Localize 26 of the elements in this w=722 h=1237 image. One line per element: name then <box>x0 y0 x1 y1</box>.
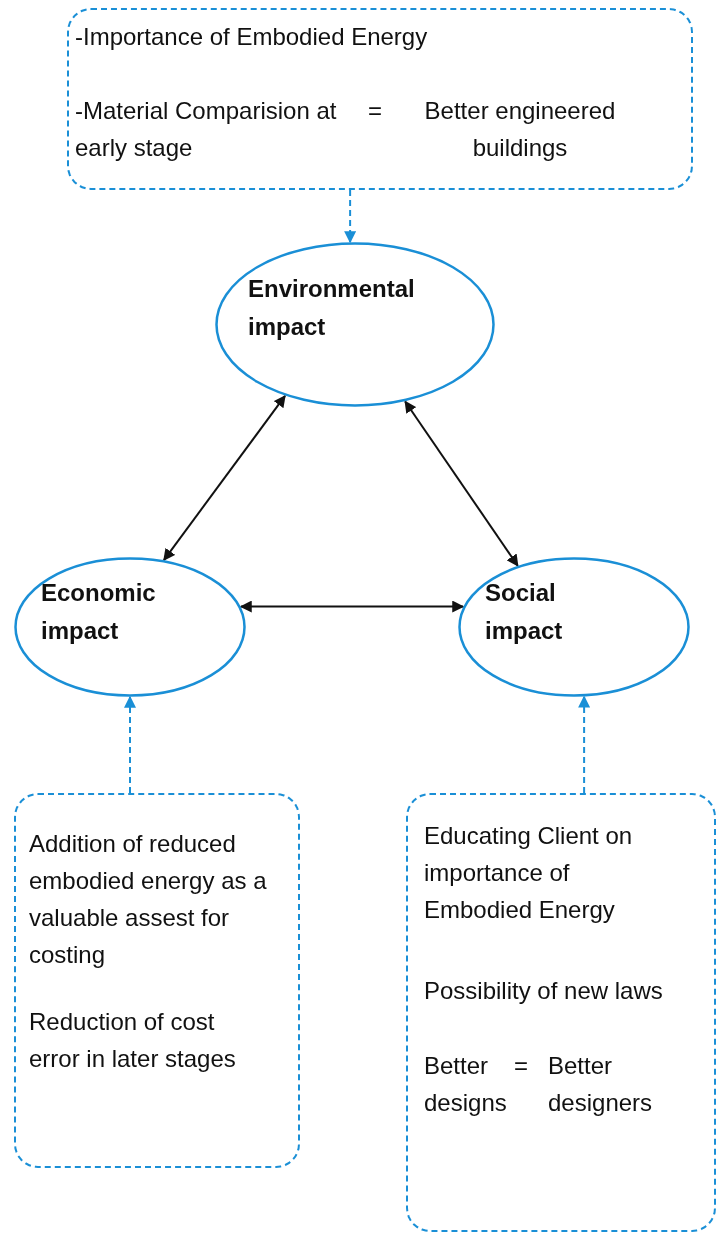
arrow <box>344 189 357 244</box>
node-text: Educating Client on importance of Embodied Energy <box>424 821 634 925</box>
node-text: = <box>368 96 383 126</box>
double-headed-arrow <box>239 600 465 613</box>
node-text: -Importance of Embodied Energy <box>75 22 429 52</box>
node-text: Better designs <box>424 1051 508 1118</box>
ellipse-node <box>215 242 495 407</box>
node-text: Addition of reduced embodied energy as a valuable assest for costing <box>29 829 268 970</box>
node-text: Social impact <box>485 578 564 646</box>
dashed-rounded-box <box>406 793 716 1232</box>
node-text: Reduction of cost error in later stages <box>29 1007 237 1074</box>
node-text: = <box>514 1051 529 1081</box>
node-text: Possibility of new laws <box>424 976 664 1006</box>
double-headed-arrow <box>162 394 286 562</box>
arrow <box>578 695 591 794</box>
arrow <box>124 695 136 794</box>
double-headed-arrow <box>404 400 519 567</box>
ellipse-node <box>458 557 690 697</box>
node-text: Environmental impact <box>248 274 416 342</box>
node-text: Better engineered buildings <box>423 96 617 163</box>
dashed-rounded-box <box>67 8 693 190</box>
node-text: Economic impact <box>41 578 157 646</box>
dashed-rounded-box <box>14 793 300 1168</box>
node-text: Better designers <box>548 1051 654 1118</box>
node-text: -Material Comparision at early stage <box>75 96 338 163</box>
ellipse-node <box>14 557 246 697</box>
